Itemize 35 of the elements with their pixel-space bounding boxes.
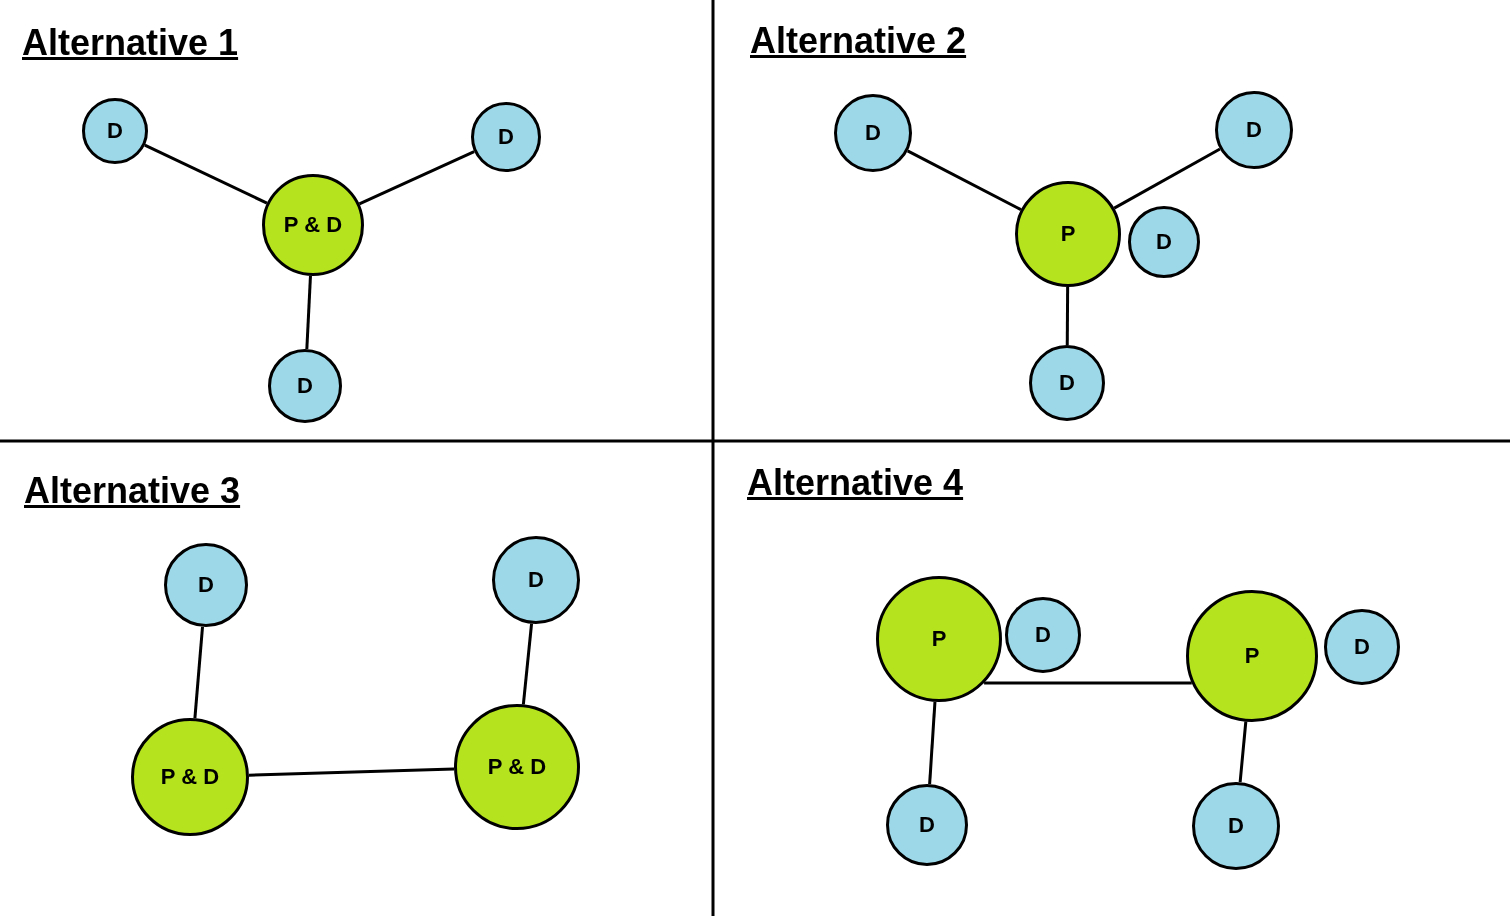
section-title: Alternative 2 [750, 20, 967, 62]
connector-line [1065, 287, 1070, 345]
node-label: D [498, 124, 514, 150]
connector-line [928, 701, 937, 785]
node-label: D [1156, 229, 1172, 255]
section-title: Alternative 3 [24, 470, 241, 512]
connector-line [521, 623, 534, 705]
node-label: P & D [283, 212, 343, 238]
node-label: D [297, 373, 313, 399]
connector-line [1238, 721, 1248, 783]
node-label: P & D [160, 764, 220, 790]
node-label: D [1035, 622, 1051, 648]
section-title: Alternative 1 [22, 22, 239, 64]
node-label: P [1060, 221, 1076, 247]
node-label: P & D [487, 754, 547, 780]
node-label: D [1059, 370, 1075, 396]
connector-line [305, 275, 312, 350]
connector-line [358, 150, 475, 206]
connector-line [248, 767, 455, 777]
node-label: P [931, 626, 947, 652]
connector-line [193, 626, 204, 719]
connector-line [906, 149, 1022, 211]
section-title: Alternative 4 [747, 462, 964, 504]
node-label: D [1354, 634, 1370, 660]
node-label: D [198, 572, 214, 598]
connector-line [144, 143, 268, 205]
node-label: D [1228, 813, 1244, 839]
node-label: D [1246, 117, 1262, 143]
node-label: P [1244, 643, 1260, 669]
node-label: D [528, 567, 544, 593]
connector-line [984, 681, 1192, 685]
node-label: D [865, 120, 881, 146]
connector-line [1113, 147, 1221, 210]
node-label: D [919, 812, 935, 838]
node-label: D [107, 118, 123, 144]
